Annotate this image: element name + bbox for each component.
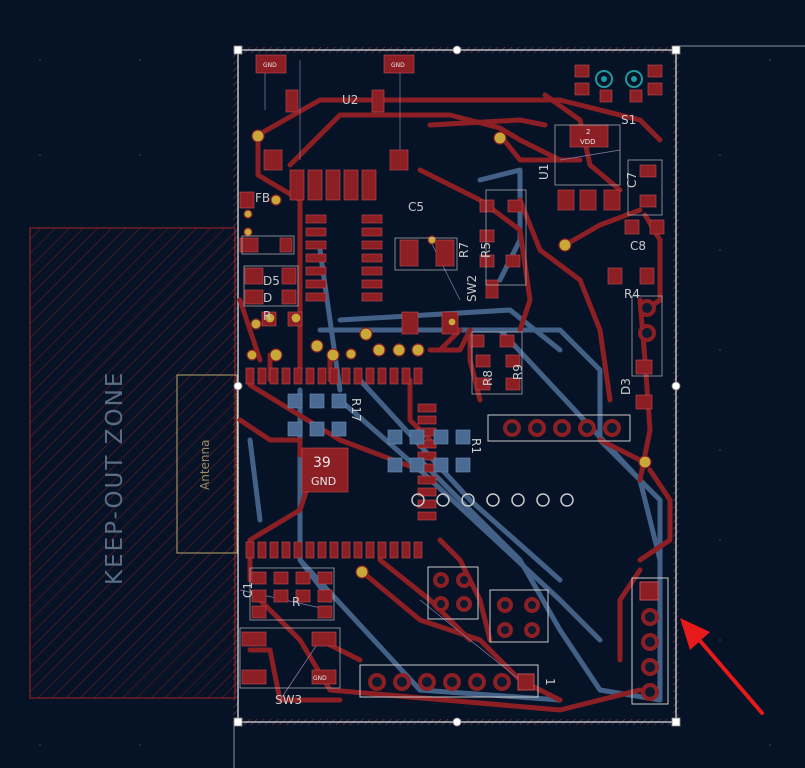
ref-sw3: SW3: [275, 693, 302, 707]
ref-r1: R1: [469, 438, 483, 454]
ref-c8: C8: [630, 239, 646, 253]
ref-c1: C1: [241, 582, 255, 598]
smd-pads[interactable]: [239, 54, 665, 685]
pad-gnd-top-left: GND: [263, 62, 277, 69]
pad-vdd-pin: 2: [586, 128, 590, 136]
ref-u1: U1: [537, 164, 551, 180]
ref-j1: 1: [543, 678, 557, 686]
ref-s1: S1: [621, 113, 636, 127]
ref-r8: R8: [481, 370, 495, 386]
reference-designators: U2 S1 C5 C8 R4 FB D5 D R C1 R SW3 1 C7 U…: [241, 93, 646, 707]
pad-gnd-top-right: GND: [391, 62, 405, 69]
ref-r4: R4: [624, 287, 640, 301]
header-right[interactable]: [631, 577, 669, 705]
pad-labels: GND GND VDD 2 39 GND GND: [263, 62, 596, 682]
selection-handles[interactable]: [233, 45, 681, 727]
ref-fb: FB: [255, 191, 270, 205]
pad-39-number: 39: [313, 455, 331, 471]
pad-sw3-gnd: GND: [313, 675, 327, 682]
antenna-label: Antenna: [198, 440, 212, 490]
through-hole-pads[interactable]: [243, 129, 652, 579]
ref-r7: R7: [457, 242, 471, 258]
ref-d3: D3: [619, 378, 633, 395]
header-small-b[interactable]: [489, 589, 549, 643]
annotation-arrow: [680, 618, 764, 715]
header-small-a[interactable]: [427, 566, 479, 620]
ref-u2: U2: [342, 93, 358, 107]
pad-39-net: GND: [311, 475, 336, 488]
ref-d: D: [263, 291, 272, 305]
ref-c5: C5: [408, 200, 424, 214]
ref-d5: D5: [263, 274, 280, 288]
ref-r9: R9: [511, 364, 525, 380]
via-row: [411, 493, 574, 507]
back-copper-pads[interactable]: [287, 393, 471, 473]
keepout-label: KEEP-OUT ZONE: [102, 371, 128, 585]
header-j1[interactable]: [487, 414, 631, 442]
ref-c7: C7: [625, 172, 639, 188]
ref-rc: R: [292, 595, 300, 609]
grid-dots: [39, 59, 771, 746]
header-bottom[interactable]: [359, 664, 539, 698]
pad-vdd: VDD: [580, 138, 596, 146]
s1-vias: [595, 70, 643, 88]
keepout-zone[interactable]: KEEP-OUT ZONE: [29, 227, 236, 699]
ref-sw2: SW2: [465, 275, 479, 302]
ref-r17: R17: [349, 398, 363, 422]
ref-r5: R5: [479, 242, 493, 258]
silkscreen-outlines: [239, 124, 663, 689]
front-copper-traces: [237, 92, 673, 713]
ref-r: R: [263, 309, 271, 323]
header-r4[interactable]: [638, 299, 656, 342]
